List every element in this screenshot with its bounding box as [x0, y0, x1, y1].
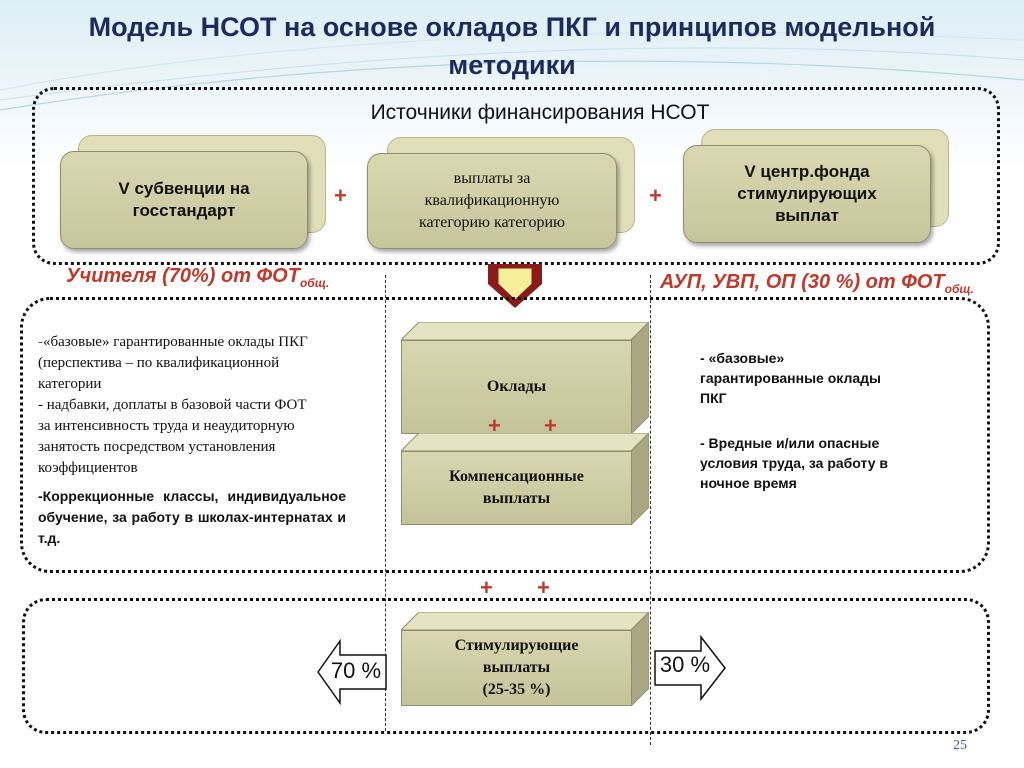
- title-line-2: методики: [448, 50, 576, 80]
- incentive-line-1: Стимулирующие: [454, 637, 579, 654]
- qualification-line-2: квалификационную: [424, 192, 560, 209]
- incentive-payments-box: Стимулирующие выплаты (25-35 %): [401, 612, 649, 706]
- funding-sources-frame: [32, 87, 1000, 265]
- incentive-box-label: Стимулирующие выплаты (25-35 %): [401, 630, 632, 706]
- plus-sign: +: [334, 183, 347, 208]
- compensation-box: Компенсационные выплаты: [401, 433, 649, 525]
- compensation-line-1: Компенсационные: [449, 468, 584, 485]
- qualification-payments-box: выплаты за квалификационную категорию ка…: [367, 137, 635, 249]
- right-text1-line-2: гарантированные оклады: [700, 370, 881, 386]
- staff-compensation-description: - Вредные и/или опасные условия труда, з…: [700, 433, 950, 493]
- left-text-dash: -: [38, 334, 43, 350]
- incentive-fund-line-2: стимулирующих: [737, 184, 877, 203]
- subvention-line-1: V субвенции на: [118, 179, 250, 198]
- right-text1-line-1: - «базовые»: [700, 350, 785, 366]
- staff-label-sub: общ.: [944, 282, 974, 296]
- qualification-line-3: категорию категорию: [419, 214, 565, 231]
- left-arrow-label: 70 %: [330, 658, 382, 683]
- incentive-frame: [22, 598, 990, 734]
- salaries-box-top: [401, 322, 649, 434]
- teachers-label-text: Учителя (70%) от ФОТ: [66, 265, 300, 287]
- incentive-fund-line-1: V центр.фонда: [744, 162, 870, 181]
- right-text1-line-3: ПКГ: [700, 390, 727, 406]
- left-arrow-icon: [317, 639, 387, 705]
- qualification-line-1: выплаты за: [453, 170, 531, 187]
- salaries-box-label: Оклады: [401, 340, 632, 434]
- plus-sign: +: [649, 183, 662, 208]
- teachers-compensation-description: -Коррекционные классы, индивидуальное об…: [38, 488, 346, 546]
- incentive-fund-box: V центр.фонда стимулирующих выплат: [683, 129, 949, 243]
- compensation-line-2: выплаты: [482, 490, 551, 507]
- plus-sign: +: [488, 413, 501, 438]
- right-text2-line-3: ночное время: [700, 475, 797, 491]
- left-text-line-4: - надбавки, доплаты в базовой части ФОТ: [38, 397, 307, 413]
- plus-sign: +: [537, 575, 550, 600]
- staff-label: АУП, УВП, ОП (30 %) от ФОТобщ.: [660, 271, 974, 296]
- page-number: 25: [953, 738, 967, 753]
- teachers-label: Учителя (70%) от ФОТобщ.: [66, 265, 329, 290]
- left-text-line-7: коэффициентов: [38, 460, 138, 476]
- page-title: Модель НСОТ на основе окладов ПКГ и прин…: [10, 8, 1014, 84]
- plus-sign: +: [544, 413, 557, 438]
- left-text-line-5: за интенсивность труда и неаудиторную: [38, 418, 295, 434]
- left-text-line-6: занятость посредством установления: [38, 439, 276, 455]
- subvention-line-2: госстандарт: [132, 201, 236, 220]
- divider-left: [385, 275, 386, 731]
- divider-right: [650, 275, 651, 745]
- right-text2-line-1: - Вредные и/или опасные: [700, 435, 880, 451]
- teachers-label-sub: общ.: [299, 276, 330, 290]
- funding-sources-title: Источники финансирования НСОТ: [370, 101, 710, 124]
- left-text-line-1: «базовые» гарантированные оклады ПКГ: [43, 334, 308, 350]
- plus-sign: +: [480, 575, 493, 600]
- left-text-line-2: (перспектива – по квалификационной: [38, 355, 280, 371]
- incentive-fund-line-3: выплат: [775, 206, 839, 225]
- left-text-line-3: категории: [38, 376, 102, 392]
- compensation-box-label: Компенсационные выплаты: [401, 451, 632, 525]
- right-arrow-icon: [654, 635, 726, 701]
- down-arrow-icon: [488, 264, 542, 308]
- left-arrow-70: 70 %: [316, 639, 388, 705]
- title-line-1: Модель НСОТ на основе окладов ПКГ и прин…: [88, 12, 936, 42]
- incentive-line-3: (25-35 %): [482, 681, 551, 698]
- teachers-base-description: -«базовые» гарантированные оклады ПКГ (п…: [38, 332, 398, 479]
- base-payments-frame: [20, 297, 990, 573]
- salaries-box: Оклады: [401, 322, 649, 434]
- staff-base-description: - «базовые» гарантированные оклады ПКГ: [700, 348, 950, 408]
- right-text2-line-2: условия труда, за работу в: [700, 455, 888, 471]
- right-arrow-label: 30 %: [659, 652, 711, 677]
- right-arrow-30: 30 %: [653, 635, 727, 701]
- staff-label-text: АУП, УВП, ОП (30 %) от ФОТ: [660, 271, 945, 293]
- incentive-line-2: выплаты: [482, 659, 551, 676]
- subvention-box: V субвенции на госстандарт: [60, 135, 326, 249]
- incentive-box-top: [401, 612, 649, 706]
